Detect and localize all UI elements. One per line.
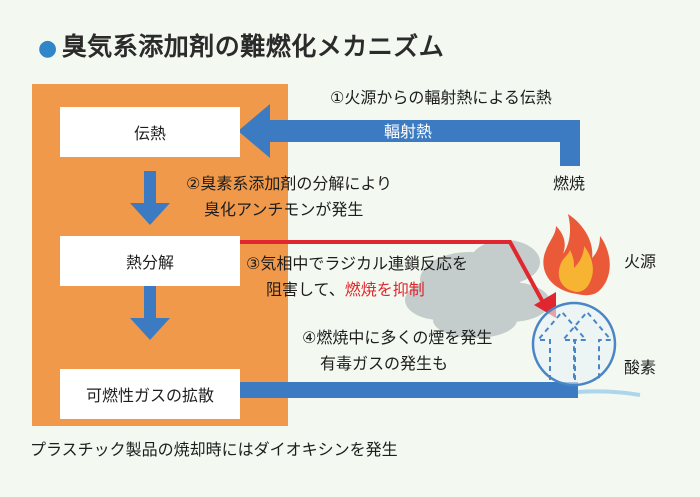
box-pyrolysis: [60, 236, 240, 286]
combustion-label: 燃焼: [553, 174, 586, 193]
gas-flow-line: [240, 382, 578, 398]
step3-text-line1: ③気相中でラジカル連鎖反応を: [246, 254, 469, 273]
oxygen-label: 酸素: [624, 358, 657, 377]
oxygen-wave: [577, 389, 641, 397]
step3-highlight: 燃焼を抑制: [344, 280, 425, 299]
red-inhibit-line: [240, 240, 547, 307]
box-heat-transfer: [60, 107, 240, 157]
radiant-heat-arrow: [238, 104, 580, 166]
step4-text-line2: 有毒ガスの発生も: [320, 354, 449, 373]
bullet-icon: ●: [38, 36, 58, 61]
box-pyrolysis-label: 熱分解: [125, 253, 174, 272]
step3-text-line2: 阻害して、燃焼を抑制: [266, 282, 425, 298]
title-text: 臭気系添加剤の難燃化メカニズム: [61, 32, 445, 61]
dashed-up-arrow-right: [560, 310, 614, 380]
footer-note: プラスチック製品の焼却時にはダイオキシンを発生: [30, 440, 398, 459]
box-heat-transfer-label: 伝熱: [133, 124, 166, 143]
step3-prefix: 阻害して、: [266, 280, 345, 299]
step2-text-line1: ②臭素系添加剤の分解により: [186, 174, 393, 193]
smoke-cloud: [405, 240, 550, 338]
box-gas-diffusion-label: 可燃性ガスの拡散: [85, 386, 214, 405]
down-arrow-2: [130, 286, 170, 340]
down-arrow-1: [130, 171, 170, 225]
step2-text-line2: 臭化アンチモンが発生: [204, 200, 364, 219]
box-gas-diffusion: [60, 369, 240, 419]
page-title: ●臭気系添加剤の難燃化メカニズム: [38, 34, 444, 60]
step4-text-line1: ④燃焼中に多くの煙を発生: [302, 328, 493, 347]
fire-source-label: 火源: [624, 252, 657, 271]
step1-text: ①火源からの輻射熱による伝熱: [330, 88, 552, 107]
radiant-heat-label: 輻射熱: [384, 122, 433, 141]
flame-icon: [543, 214, 610, 296]
